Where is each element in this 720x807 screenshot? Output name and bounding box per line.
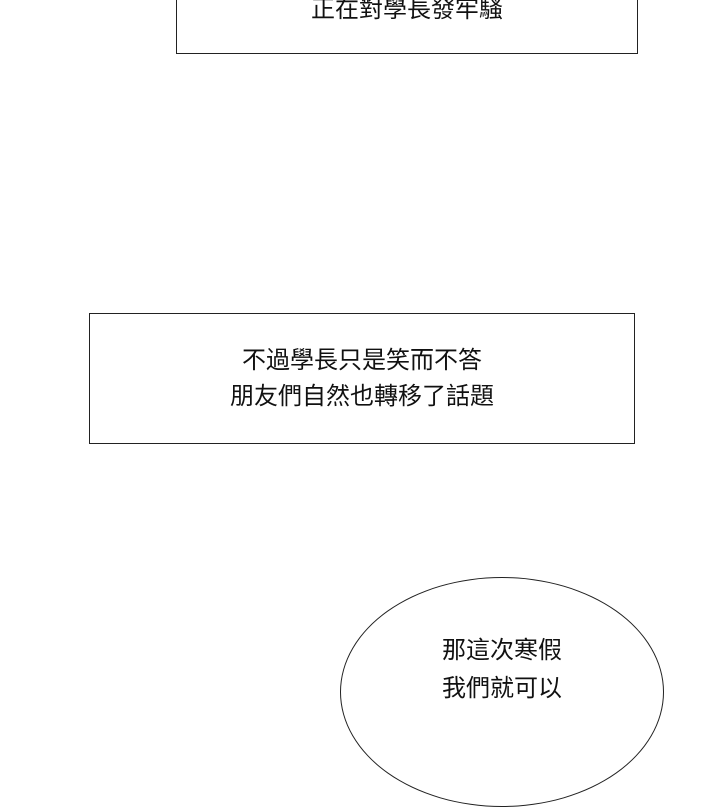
speech-bubble: 那這次寒假 我們就可以 [340,577,664,807]
caption-box-top: 正在對學長發牢騷 [176,0,638,54]
caption-box-middle: 不過學長只是笑而不答 朋友們自然也轉移了話題 [89,313,635,444]
caption-text: 不過學長只是笑而不答 [242,346,482,374]
bubble-text: 那這次寒假 [442,636,562,664]
caption-text: 朋友們自然也轉移了話題 [230,382,494,410]
caption-text: 正在對學長發牢騷 [311,0,503,23]
bubble-text: 我們就可以 [442,674,562,702]
